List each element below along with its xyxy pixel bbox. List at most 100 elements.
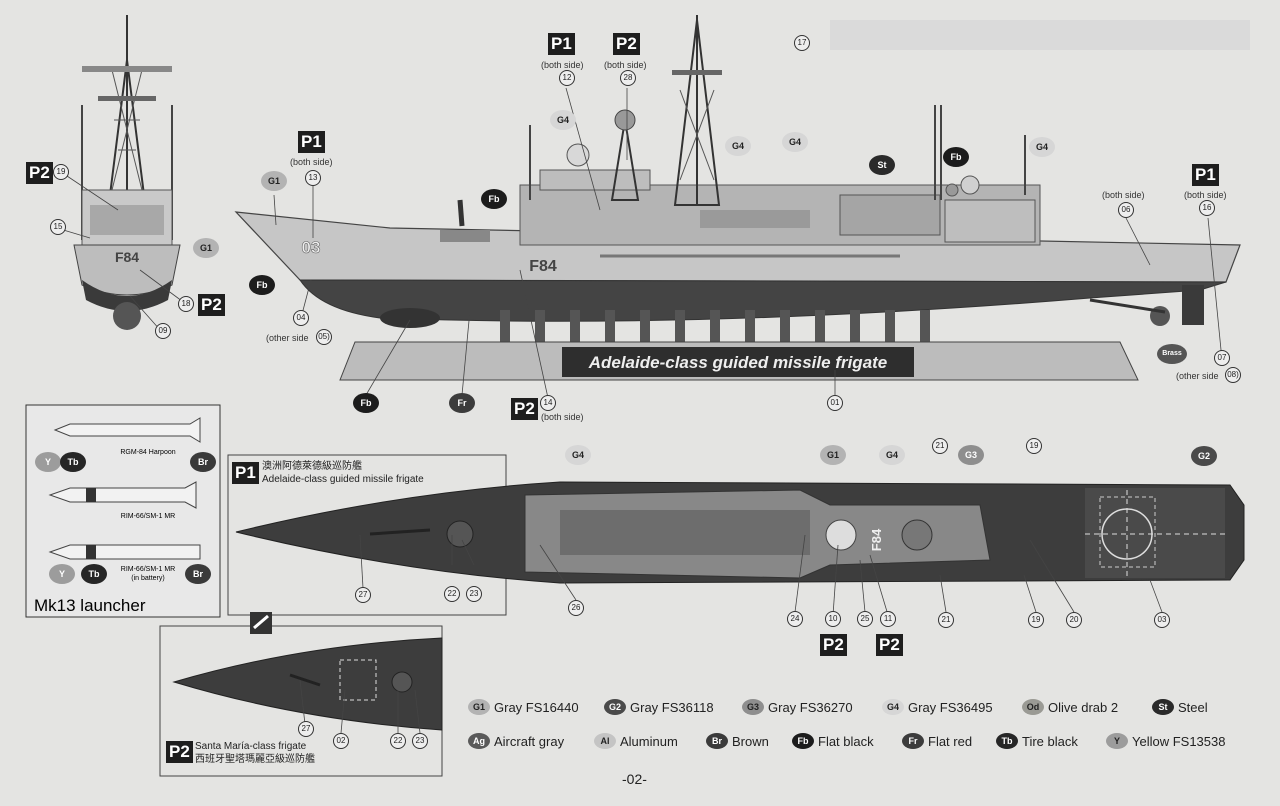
callout-number: 07 — [1214, 350, 1230, 366]
callout-number: 27 — [298, 721, 314, 737]
callout-number: 15 — [50, 219, 66, 235]
legend-label: Flat red — [928, 733, 973, 749]
callout-number: 26 — [568, 600, 584, 616]
color-code-chip: G4 — [550, 110, 576, 130]
legend-label: Gray FS36118 — [630, 699, 714, 715]
color-code-chip: Fr — [449, 393, 475, 413]
callout-number: 09 — [155, 323, 171, 339]
callout-number: 27 — [355, 587, 371, 603]
legend-label: Brown — [732, 733, 769, 749]
legend-label: Gray FS16440 — [494, 699, 579, 715]
legend-swatch: Fr — [902, 733, 924, 749]
color-code-chip: Fb — [481, 189, 507, 209]
p1-box-badge: P1 — [232, 462, 259, 484]
p1-box-chinese: 澳洲阿德萊德級巡防艦 — [262, 461, 362, 472]
side-pennant: F84 — [529, 258, 557, 275]
both-side-label-6: (both side) — [541, 412, 584, 422]
color-code-chip: Y — [49, 564, 75, 584]
callout-number: 14 — [540, 395, 556, 411]
color-code-chip: G1 — [193, 238, 219, 258]
color-code-chip: G4 — [782, 132, 808, 152]
color-code-chip: St — [869, 155, 895, 175]
legend-label: Aluminum — [620, 733, 678, 749]
legend-swatch: G4 — [882, 699, 904, 715]
callout-number: 01 — [827, 395, 843, 411]
callout-number: 02 — [333, 733, 349, 749]
legend-swatch: St — [1152, 699, 1174, 715]
callout-number: 20 — [1066, 612, 1082, 628]
callout-number: 22 — [444, 586, 460, 602]
p1-badge-top: P1 — [548, 33, 575, 55]
legend-swatch: Y — [1106, 733, 1128, 749]
color-code-chip: G4 — [879, 445, 905, 465]
missile-sm1-battery-label: RIM-66/SM-1 MR — [121, 566, 175, 573]
color-code-chip: Fb — [353, 393, 379, 413]
color-code-chip: G4 — [565, 445, 591, 465]
legend-label: Gray FS36495 — [908, 699, 993, 715]
p2-box-english: Santa María-class frigate — [195, 741, 307, 752]
color-code-chip: G2 — [1191, 446, 1217, 466]
p2-badge-front-lower: P2 — [198, 294, 225, 316]
legend-swatch: Tb — [996, 733, 1018, 749]
p1-badge-stern: P1 — [1192, 164, 1219, 186]
legend-label: Flat black — [818, 733, 874, 749]
callout-number: 05) — [316, 329, 332, 345]
legend-swatch: Ag — [468, 733, 490, 749]
callout-number: 10 — [825, 611, 841, 627]
p2-badge-front: P2 — [26, 162, 53, 184]
callout-number: 08) — [1225, 367, 1241, 383]
deck-pennant: F84 — [869, 528, 884, 551]
p2-badge-14: P2 — [511, 398, 538, 420]
p2-top-view-panel — [159, 625, 443, 777]
color-code-chip: Fb — [249, 275, 275, 295]
callout-number: 17 — [794, 35, 810, 51]
legend-swatch: Od — [1022, 699, 1044, 715]
color-code-chip: Fb — [943, 147, 969, 167]
bow-number: 03 — [302, 238, 321, 257]
color-code-chip: Brass — [1157, 344, 1187, 364]
legend-label: Aircraft gray — [494, 733, 565, 749]
legend-label: Tire black — [1022, 733, 1078, 749]
legend-swatch: G1 — [468, 699, 490, 715]
callout-number: 19 — [1028, 612, 1044, 628]
both-side-label-4: (both side) — [1184, 190, 1227, 200]
mk13-title: Mk13 launcher — [34, 596, 146, 615]
callout-number: 13 — [305, 170, 321, 186]
callout-number: 21 — [938, 612, 954, 628]
color-code-chip: Tb — [81, 564, 107, 584]
legend-label: Steel — [1178, 699, 1208, 715]
p1-box-english: Adelaide-class guided missile frigate — [262, 474, 424, 485]
callout-number: 28 — [620, 70, 636, 86]
color-code-chip: Y — [35, 452, 61, 472]
both-side-label-2: (both side) — [604, 60, 647, 70]
callout-number: 23 — [466, 586, 482, 602]
legend-swatch: Fb — [792, 733, 814, 749]
color-code-chip: G4 — [725, 136, 751, 156]
callout-number: 06 — [1118, 202, 1134, 218]
color-code-chip: G1 — [261, 171, 287, 191]
color-code-chip: G3 — [958, 445, 984, 465]
other-side-label-1: (other side — [266, 333, 309, 343]
callout-number: 04 — [293, 310, 309, 326]
callout-number: 25 — [857, 611, 873, 627]
p2-badge-top: P2 — [613, 33, 640, 55]
p2-box-badge: P2 — [166, 741, 193, 763]
page-number: -02- — [622, 771, 647, 787]
p2-box-chinese: 西班牙聖塔瑪麗亞級巡防艦 — [195, 754, 315, 765]
front-view-ship: F84 — [73, 15, 181, 330]
both-side-label-1: (both side) — [541, 60, 584, 70]
callout-number: 24 — [787, 611, 803, 627]
color-code-chip: Br — [185, 564, 211, 584]
callout-number: 12 — [559, 70, 575, 86]
callout-number: 16 — [1199, 200, 1215, 216]
color-code-chip: Tb — [60, 452, 86, 472]
